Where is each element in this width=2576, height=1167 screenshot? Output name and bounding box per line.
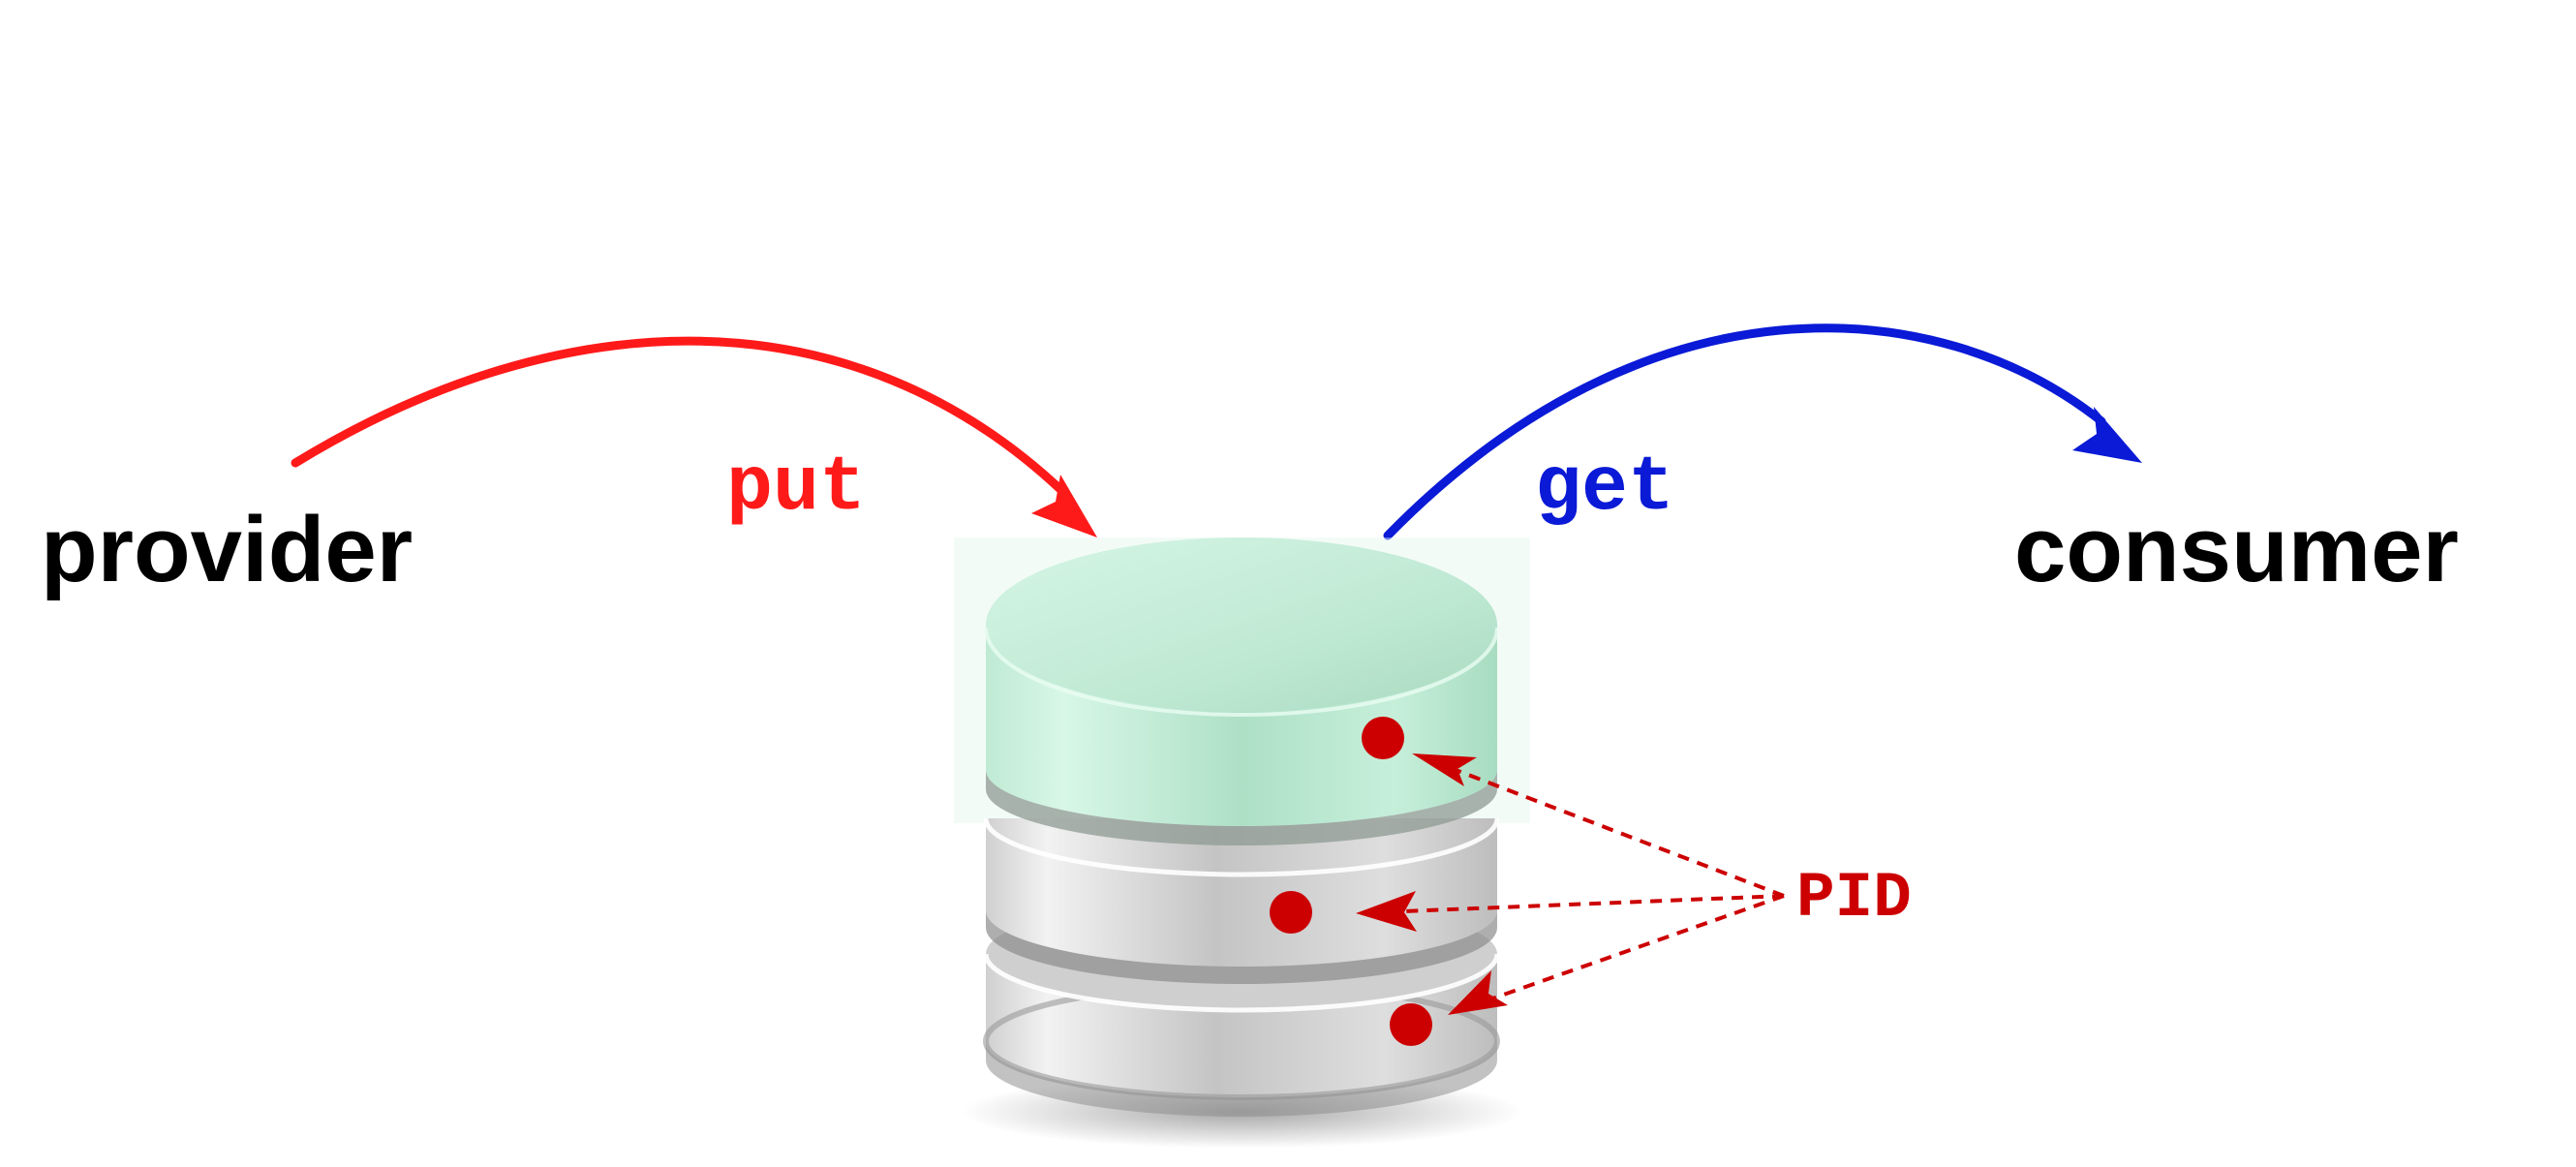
consumer-label: consumer [2014,498,2459,601]
pid-dot-bottom [1390,1003,1432,1046]
pid-label: PID [1796,862,1912,935]
provider-label: provider [41,498,413,601]
pid-arrowheads [1356,753,1508,1015]
pid-arrows [1379,763,1785,1004]
pid-dot-top [1362,717,1404,759]
put-arrow [291,336,1097,537]
put-label: put [726,445,866,533]
get-arrow [1383,323,2142,540]
pid-dot-middle [1270,891,1312,934]
get-label: get [1535,445,1674,533]
database-icon [954,537,1530,1149]
